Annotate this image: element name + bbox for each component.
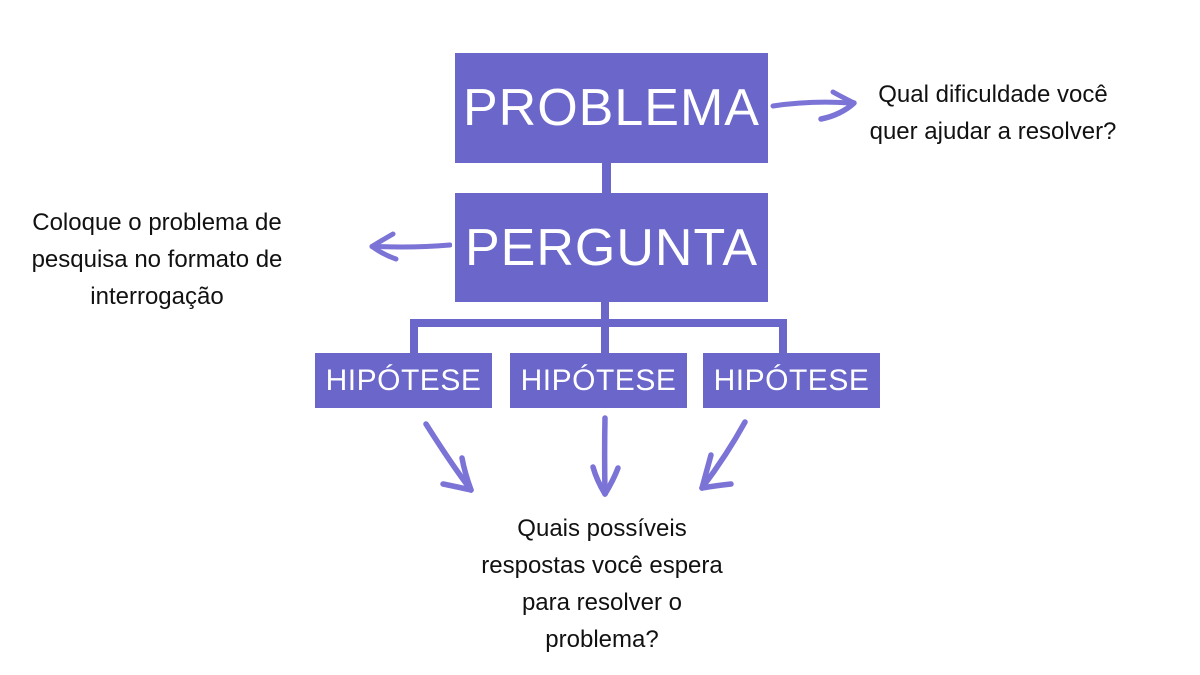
problema-pergunta-connector <box>602 163 611 193</box>
arrow-right-icon <box>770 86 865 124</box>
hipoteses-note: Quais possíveis respostas você espera pa… <box>481 515 723 653</box>
hipotese-drop-connector-right <box>779 323 787 353</box>
pergunta-box: PERGUNTA <box>455 193 768 302</box>
problema-note: Qual dificuldade você quer ajudar a reso… <box>869 81 1117 145</box>
pergunta-stem-connector <box>601 302 609 324</box>
hipotese-drop-connector-left <box>410 323 418 353</box>
arrow-left-icon <box>366 230 452 264</box>
arrow-down-icon <box>589 414 623 504</box>
arrow-down-left-icon <box>688 418 752 502</box>
hipotese-box-2: HIPÓTESE <box>510 353 687 408</box>
pergunta-note: Coloque o problema de pesquisa no format… <box>31 209 283 310</box>
hipotese-box-1: HIPÓTESE <box>315 353 492 408</box>
problema-box: PROBLEMA <box>455 53 768 163</box>
arrow-down-right-icon <box>418 420 484 502</box>
hipotese-drop-connector-middle <box>601 323 609 353</box>
hipoteses-horizontal-connector <box>410 319 787 327</box>
hipotese-box-3: HIPÓTESE <box>703 353 880 408</box>
